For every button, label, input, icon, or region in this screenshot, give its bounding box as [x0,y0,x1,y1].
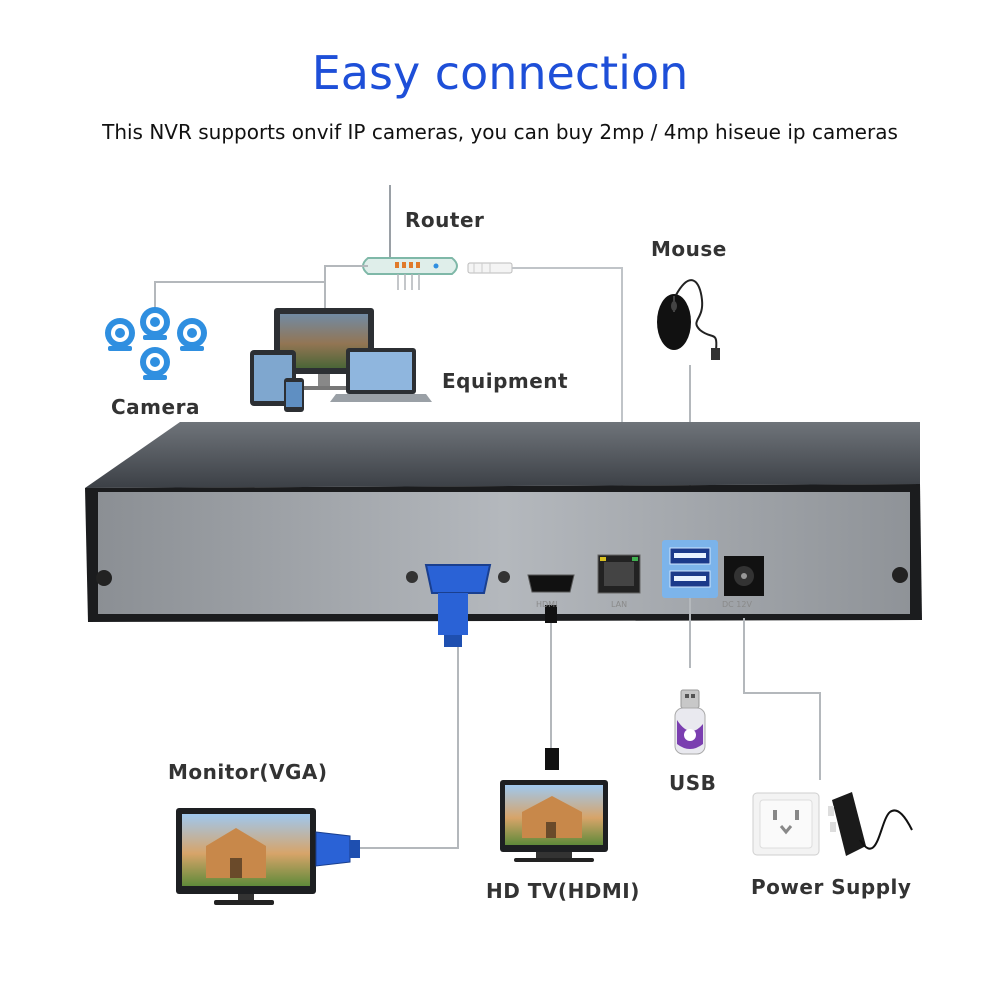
usb-label: USB [669,771,717,795]
lan-port-label: LAN [611,600,628,609]
monitor-vga-label: Monitor(VGA) [168,760,328,784]
dc-port [724,556,821,780]
hdmi-port [527,574,575,752]
vga-port [406,564,510,647]
router-links [154,265,368,308]
equipment-icons [250,308,432,412]
nvr-device [85,422,922,622]
equipment-label: Equipment [442,369,569,393]
hdtv-icon [500,748,608,862]
power-supply-label: Power Supply [751,875,912,899]
usb-ports [662,540,718,668]
router-label: Router [405,208,485,232]
power-outlet-icon [752,792,820,856]
camera-label: Camera [111,395,200,419]
router-icon [362,185,458,290]
monitor-vga-icon [176,808,360,905]
usb-drive-icon [674,689,706,755]
hdmi-port-label: HDMI [536,600,558,609]
page-subtitle: This NVR supports onvif IP cameras, you … [102,120,898,144]
mouse-label: Mouse [651,237,727,261]
dc-port-label: DC 12V [722,600,752,609]
camera-icons [105,307,207,380]
power-adapter-icon [828,792,913,856]
hdtv-label: HD TV(HDMI) [486,879,640,903]
page-title: Easy connection [311,46,689,100]
vga-cable [360,647,459,849]
lan-port [597,554,641,594]
